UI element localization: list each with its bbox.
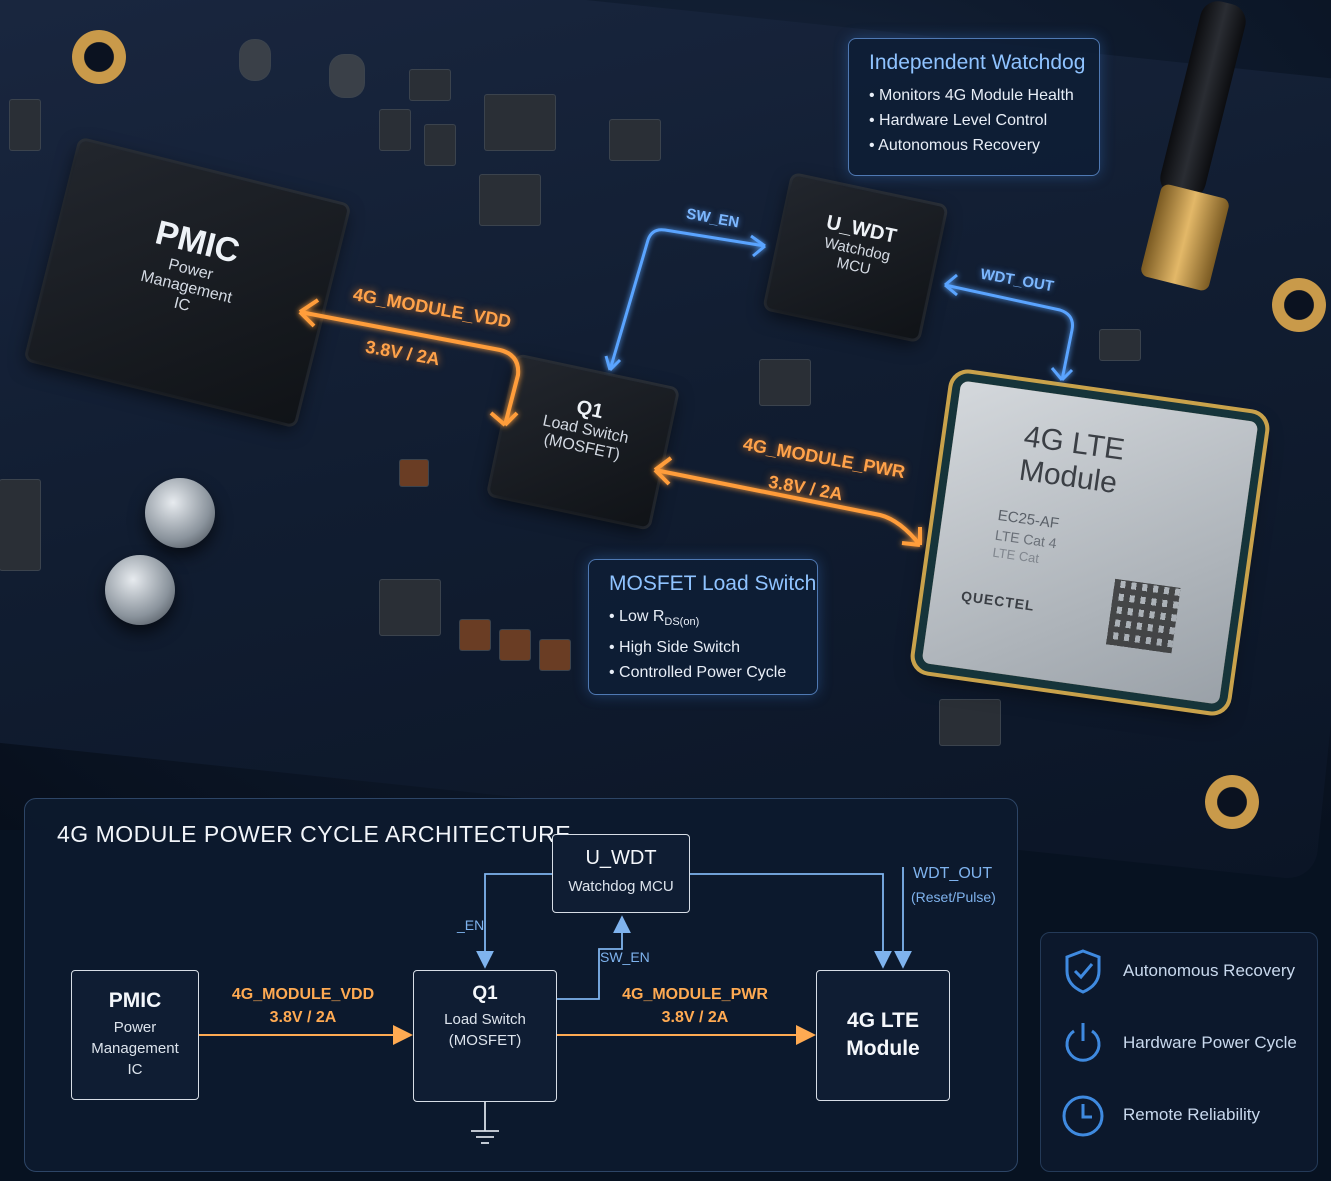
diagram-wdt-out-sub: (Reset/Pulse)	[911, 889, 996, 905]
callout-mosfet-title: MOSFET Load Switch	[609, 572, 817, 595]
callout-mosfet-item: High Side Switch	[609, 635, 817, 660]
mounting-hole	[1205, 775, 1259, 829]
smd-component	[610, 120, 660, 160]
diagram-pmic-line: Management	[91, 1040, 179, 1057]
smd-component	[940, 700, 1000, 745]
pcb-photo: PMIC Power Management IC Q1 Load Switch …	[0, 0, 1331, 830]
smd-component	[480, 175, 540, 225]
features-panel: Autonomous Recovery Hardware Power Cycle…	[1040, 932, 1318, 1172]
en-wire	[476, 873, 552, 969]
diagram-uwdt-box: U_WDT Watchdog MCU	[552, 834, 690, 913]
diagram-pwr-name: 4G_MODULE_PWR	[622, 986, 768, 1003]
rdson-main: Low R	[619, 608, 665, 625]
diagram-sw-en-label: SW_EN	[600, 949, 650, 965]
sw-en-trace	[604, 228, 766, 372]
wdt-out-trace	[944, 273, 1074, 382]
smd-component	[760, 360, 810, 405]
sw-en-wire	[557, 915, 631, 1000]
callout-mosfet-item: Controlled Power Cycle	[609, 660, 817, 685]
smd-component	[460, 620, 490, 650]
diagram-pwr-value: 3.8V / 2A	[661, 1009, 729, 1026]
diagram-lte-line: Module	[846, 1037, 920, 1060]
diagram-q1-line: (MOSFET)	[448, 1032, 522, 1049]
diagram-pmic-line: Power	[113, 1019, 157, 1036]
smd-component	[500, 630, 530, 660]
electrolytic-capacitor	[145, 478, 215, 548]
callout-watchdog-item: Autonomous Recovery	[869, 133, 1099, 158]
diagram-vdd-value: 3.8V / 2A	[269, 1009, 337, 1026]
diagram-pmic-line: IC	[127, 1061, 143, 1078]
callout-watchdog-item: Hardware Level Control	[869, 108, 1099, 133]
smd-component	[485, 95, 555, 150]
diagram-lte-line: 4G LTE	[847, 1009, 919, 1032]
callout-watchdog-item: Monitors 4G Module Health	[869, 83, 1099, 108]
ground-symbol	[471, 1101, 499, 1144]
shield-check-icon	[1065, 949, 1101, 994]
pwr-trace	[653, 456, 922, 547]
clock-icon	[1062, 1095, 1104, 1137]
electrolytic-capacitor	[105, 555, 175, 625]
smd-component	[380, 580, 440, 635]
feature-item: Hardware Power Cycle	[1059, 1019, 1307, 1077]
smd-component	[240, 40, 270, 80]
smd-component	[330, 55, 364, 97]
diagram-pwr-label: 4G_MODULE_PWR 3.8V / 2A	[615, 983, 775, 1029]
diagram-q1-title: Q1	[472, 983, 498, 1004]
vdd-trace	[298, 298, 521, 427]
diagram-q1-box: Q1 Load Switch (MOSFET)	[413, 970, 557, 1102]
callout-mosfet-item: Low RDS(on)	[609, 604, 817, 635]
callout-watchdog: Independent Watchdog Monitors 4G Module …	[848, 38, 1100, 176]
feature-label: Remote Reliability	[1123, 1105, 1260, 1124]
diagram-pmic-title: PMIC	[108, 989, 162, 1012]
power-icon	[1065, 1023, 1101, 1062]
smd-component	[540, 640, 570, 670]
smd-component	[10, 100, 40, 150]
smd-component	[425, 125, 455, 165]
rdson-sub: DS(on)	[664, 616, 700, 629]
smd-component	[400, 460, 428, 486]
diagram-q1-line: Load Switch	[444, 1011, 526, 1028]
feature-label: Hardware Power Cycle	[1123, 1033, 1297, 1052]
smd-component	[1100, 330, 1140, 360]
callout-mosfet: MOSFET Load Switch Low RDS(on) High Side…	[588, 559, 818, 695]
diagram-uwdt-line: Watchdog MCU	[568, 878, 674, 895]
feature-label: Autonomous Recovery	[1123, 961, 1295, 980]
diagram-title: 4G MODULE POWER CYCLE ARCHITECTURE	[57, 821, 572, 847]
smd-component	[0, 480, 40, 570]
feature-item: Remote Reliability	[1059, 1091, 1307, 1149]
smd-component	[380, 110, 410, 150]
feature-item: Autonomous Recovery	[1059, 947, 1307, 1005]
architecture-diagram-panel: 4G MODULE POWER CYCLE ARCHITECTURE PMIC	[24, 798, 1018, 1172]
smd-component	[410, 70, 450, 100]
trace-overlay	[298, 228, 1074, 547]
diagram-uwdt-title: U_WDT	[585, 847, 657, 869]
diagram-vdd-name: 4G_MODULE_VDD	[231, 986, 375, 1003]
wdt-wire	[690, 873, 892, 969]
callout-watchdog-title: Independent Watchdog	[869, 51, 1086, 74]
mounting-hole	[72, 30, 126, 84]
diagram-vdd-label: 4G_MODULE_VDD 3.8V / 2A	[223, 983, 383, 1029]
diagram-lte-box: 4G LTE Module	[816, 970, 950, 1101]
diagram-wdt-out-label: WDT_OUT	[913, 865, 993, 882]
mounting-hole	[1272, 278, 1326, 332]
diagram-pmic-box: PMIC Power Management IC	[71, 970, 199, 1100]
diagram-en-label: _EN	[457, 917, 485, 933]
